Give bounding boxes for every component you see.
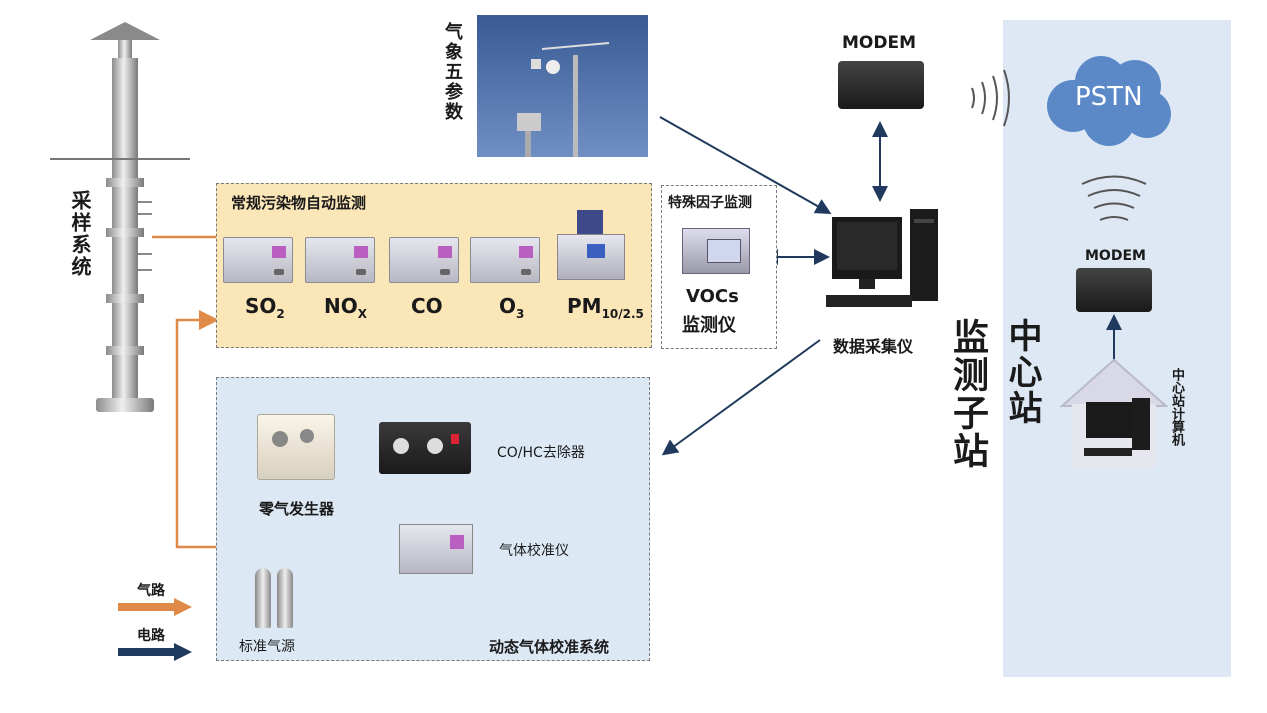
weather-station-photo	[477, 15, 648, 157]
wireless-signal-station	[971, 69, 1010, 127]
wireless-signal-central	[1081, 175, 1147, 221]
o3-analyzer-icon	[470, 237, 540, 283]
standard-gas-label: 标准气源	[239, 639, 295, 655]
data-logger-computer-icon	[826, 209, 938, 307]
calibration-title: 动态气体校准系统	[489, 638, 610, 656]
sampling-system-label: 采样系统	[68, 190, 92, 278]
modem-central-label: MODEM	[1085, 248, 1146, 264]
standard-gas-cylinders-icon	[253, 562, 299, 628]
meteo-label: 气象五参数	[442, 22, 463, 122]
pm-analyzer-icon	[557, 210, 627, 280]
voc-monitor-label: 监测仪	[682, 315, 736, 336]
zero-air-label: 零气发生器	[259, 500, 335, 518]
pm-label: PM10/2.5	[567, 294, 644, 321]
legend-gas-label: 气路	[137, 583, 165, 599]
voc-label: VOCs	[686, 286, 739, 307]
special-title: 特殊因子监测	[668, 195, 752, 211]
data-logger-label: 数据采集仪	[833, 337, 914, 356]
conventional-monitoring-box: 常规污染物自动监测 SO2 NOX CO O3 PM10/2.5	[216, 183, 652, 348]
modem-central-icon	[1076, 268, 1152, 312]
pstn-label: PSTN	[1075, 82, 1143, 112]
calibration-system-box: 零气发生器 CO/HC去除器 气体校准仪 标准气源 动态气体校准系统	[216, 377, 650, 661]
nox-label: NOX	[324, 294, 368, 321]
co-analyzer-icon	[389, 237, 459, 283]
gas-calibrator-label: 气体校准仪	[499, 543, 569, 559]
co-hc-remover-icon	[379, 422, 471, 474]
central-computer-house-icon	[1059, 358, 1168, 468]
meteo-to-logger-arrow	[659, 116, 832, 214]
o3-label: O3	[499, 294, 525, 321]
so2-analyzer-icon	[223, 237, 293, 283]
voc-monitor-icon	[682, 228, 750, 274]
central-computer-label: 中心站计算机	[1169, 368, 1184, 446]
legend-gas-arrow-icon	[118, 598, 192, 616]
sampling-tower-icon	[50, 22, 190, 412]
central-station-label: 中心站	[1002, 318, 1042, 426]
modem-station-label: MODEM	[842, 33, 917, 53]
zero-air-generator-icon	[257, 414, 335, 480]
conventional-title: 常规污染物自动监测	[231, 194, 367, 212]
so2-label: SO2	[245, 294, 285, 321]
gas-calibrator-icon	[399, 524, 473, 574]
substation-label: 监测子站	[947, 318, 988, 470]
modem-station-icon	[838, 61, 924, 109]
co-hc-remover-label: CO/HC去除器	[497, 445, 585, 461]
nox-analyzer-icon	[305, 237, 375, 283]
logger-to-calibration-arrow	[661, 339, 821, 456]
special-monitoring-box: 特殊因子监测 VOCs 监测仪	[661, 185, 777, 349]
pstn-cloud-icon	[1047, 56, 1171, 146]
legend-electric-label: 电路	[137, 628, 165, 644]
co-label: CO	[411, 294, 443, 318]
legend-electric-arrow-icon	[118, 643, 192, 661]
